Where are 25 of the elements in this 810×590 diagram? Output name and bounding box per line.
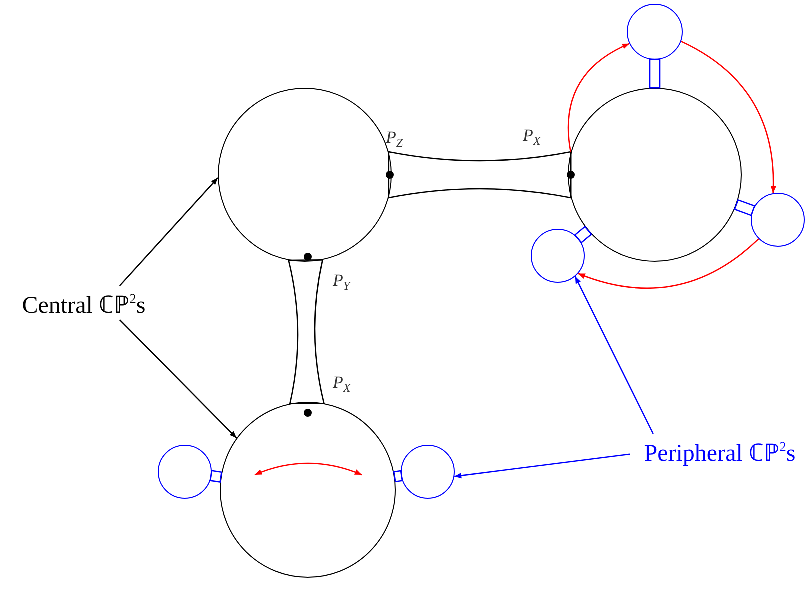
connecting-tube [574, 226, 592, 244]
arrow [681, 41, 776, 194]
sphere-circle [401, 445, 455, 499]
arrow [119, 178, 219, 286]
connecting-tube [734, 200, 756, 216]
point-label: P$_{X}$ [333, 373, 351, 396]
sphere-circle [531, 229, 585, 283]
arrow [578, 238, 760, 289]
sphere-circle [158, 445, 212, 499]
point-label: P$_{X}$ [523, 126, 541, 149]
connecting-tube [210, 470, 222, 483]
callout-text: Peripheral ℂℙ$^{2}$s [644, 438, 796, 468]
arrow [119, 320, 238, 439]
arrow [454, 454, 630, 479]
point-label: P$_{Z}$ [386, 128, 404, 151]
connecting-tube [288, 260, 325, 404]
arrow [568, 43, 630, 153]
sphere-circle [627, 4, 683, 60]
arrow [574, 276, 654, 434]
sphere-circle [751, 193, 805, 247]
connecting-tube [388, 151, 572, 199]
callout-text: Central ℂℙ$^{2}$s [22, 290, 146, 320]
connecting-tube [394, 470, 404, 483]
connecting-tube [649, 58, 661, 89]
point-label: P$_{Y}$ [333, 271, 350, 294]
